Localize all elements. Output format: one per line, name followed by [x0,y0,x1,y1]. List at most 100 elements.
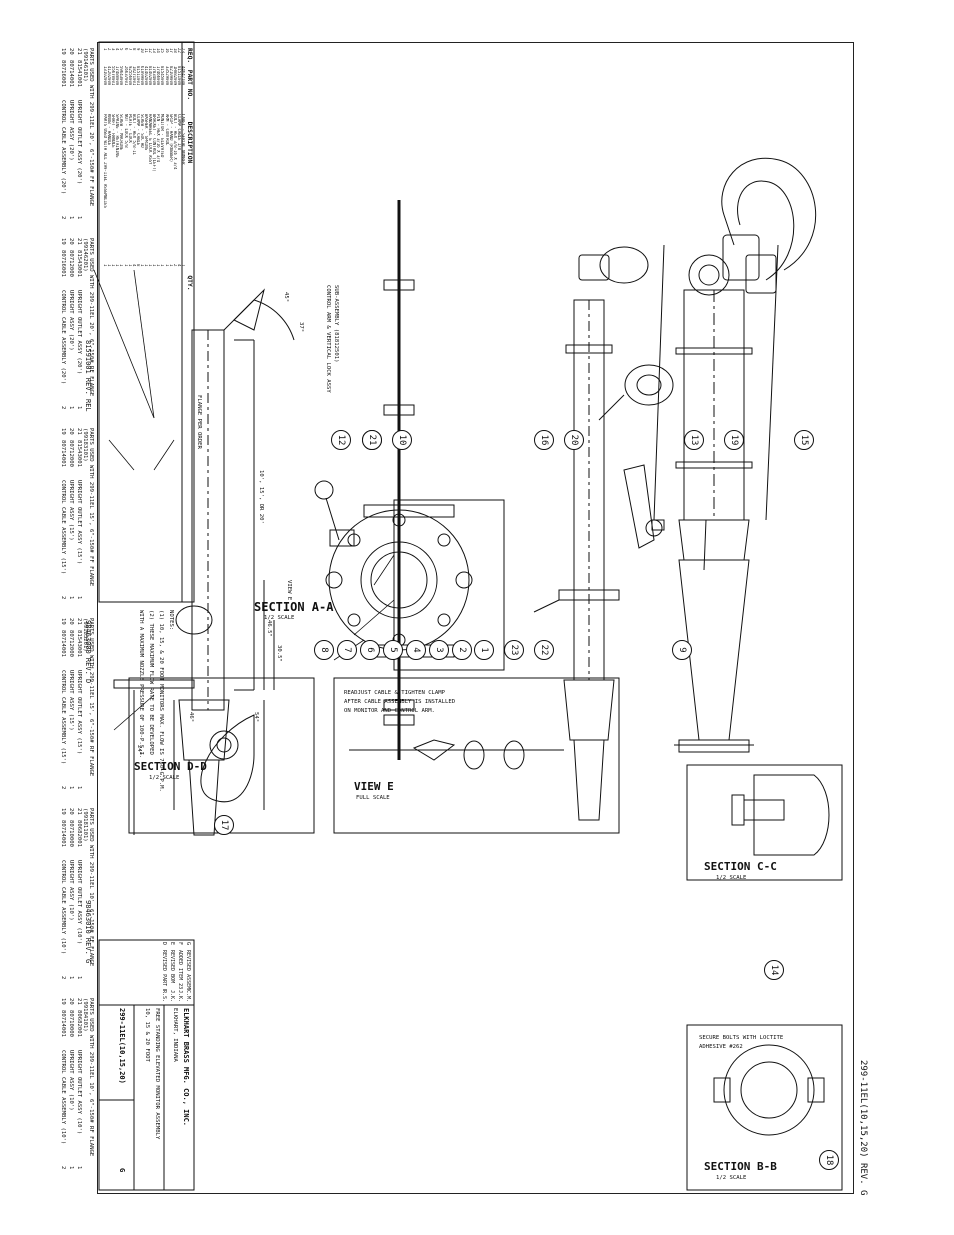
bom-qty: 1 [115,264,119,282]
bom-description: UPRIGHT OUTLET ASSY (15') [76,480,82,565]
callout-10: 10 [392,430,412,450]
bom-part-no: 80712000 [68,630,74,657]
bom-qty: 1 [140,264,144,282]
bom-qty: 1 [156,264,160,282]
bom-item-no: 21 [76,618,82,625]
readjust-note-line2: AFTER CABLE ASSEMBLY IS INSTALLED [344,699,456,705]
section-aa-view [314,200,505,760]
bill-of-materials: REQ. PART NO. DESCRIPTION QTY. 234464210… [102,48,194,596]
subassembly-note-2: CONTROL ARM & VERTICAL LOCK ASSY [325,285,331,393]
bom-description: SCREW - SOC HD [140,114,144,148]
bom-description: UPRIGHT OUTLET ASSY (20') [76,290,82,375]
section-bb-title: SECTION B-B [704,1160,777,1173]
revision-description: REVISED BOM [169,950,175,984]
bom-description: CONTROL CABLE ASSEMBLY (10') [60,860,66,955]
bom-part-no: 81543001 [76,440,82,467]
revision-row: EREVISED BOMJ.K. [168,942,176,1004]
revision-description: REVISED ASSEMBLY [185,950,191,990]
bom-item-no: 21 [76,428,82,435]
revision-by: J.K. [177,990,183,1002]
bom-header-req: REQ. [186,48,193,64]
bom-header-desc: DESCRIPTION [186,121,193,164]
bom-qty: 1 [68,976,74,980]
bom-qty: 1 [76,976,82,980]
revision-block-frame [98,939,195,1006]
callout-6: 6 [360,640,380,660]
bom-qty: 4 [177,264,181,282]
bom-description: ARM - CONTROL [164,114,169,146]
bom-part-no: 33529000 [164,66,169,86]
bom-row: 2344642100LABEL - SERIAL NUMBER1 [181,48,185,282]
bom-qty: 1 [107,264,111,282]
revision-letter: F [177,942,183,946]
bom-item-no: 2 [107,48,111,66]
section-dd-view [173,700,265,810]
note-3: WITH A MAXIMUM NOZZLE PRESSURE OF 100-P.… [138,610,144,759]
bom-qty: 2 [60,216,66,220]
bom-qty: 2 [60,786,66,790]
bom-description: CONTROL CABLE ASSEMBLY (20') [60,100,66,195]
bom-item-no: 20 [68,808,74,815]
loctite-note-line1: SECURE BOLTS WITH LOCTITE [699,1035,784,1041]
view-e-title: VIEW E [354,780,394,793]
flange-note: FLANGE PER ORDER [196,395,202,449]
bom-part-no: 81402000 [148,66,153,86]
section-bb-frame [686,1024,843,1191]
bom-group-row: 2080712000UPRIGHT ASSY (15')1 [66,618,74,804]
subassembly-note-1: SUB-ASSEMBLY (81812501) [333,285,339,363]
section-dd-scale: 1/2 SCALE [149,775,180,781]
bom-qty: 1 [144,264,148,282]
revision-description: REVISED PART NUMBERS [161,950,167,990]
callout-2: 2 [452,640,472,660]
bom-group-row: 2181543001UPRIGHT OUTLET ASSY (15')1 [74,618,82,804]
bom-part-no: 92556000 [127,66,132,86]
revision-by: C.M. [185,990,191,1002]
section-aa-title: SECTION A-A [254,600,334,614]
bom-part-no: 81543001 [76,630,82,657]
callout-8: 8 [314,640,334,660]
revision-letter: D [161,942,167,946]
bom-part-no: 18271001 [131,66,136,86]
bom-group-row: 2080712000UPRIGHT ASSY (20')1 [66,238,74,424]
bom-group-row: 1980714001CONTROL CABLE ASSEMBLY (15')2 [58,428,66,614]
bom-row: 981511001CLAMP - CABLE8 [136,48,140,282]
company-name: ELKHART BRASS MFG. CO., INC. [182,1008,190,1127]
bom-description: UPRIGHT ASSY (10') [68,860,74,921]
bom-qty: 1 [111,264,115,282]
bom-item-no: 12 [148,48,153,53]
bom-qty: 2 [60,1166,66,1170]
bom-qty: 1 [76,596,82,600]
bom-part-no: 41202000 [107,66,112,86]
bom-variant-groups: PARTS USED WITH 299-11EL 20', 6"-150# FF… [4,48,94,1188]
bom-row: 626637001NUT - LOCK 5/81 [124,48,128,282]
bom-qty: 1 [76,406,82,410]
bom-item-no: 6 [124,48,128,66]
bom-qty: 2 [60,976,66,980]
bom-item-no: 4 [115,48,119,66]
revision-row: GREVISED ASSEMBLYC.M. [184,942,192,1004]
bom-qty: 1 [68,596,74,600]
bom-item-no: 19 [60,808,66,815]
bom-qty: 1 [148,264,152,282]
bom-group-row: 2181543001UPRIGHT OUTLET ASSY (20')1 [74,238,82,424]
view-e-cable-detail [349,739,564,770]
section-bb-view [713,1044,825,1136]
revision-by: R.S. [161,990,167,1002]
callout-16: 16 [534,430,554,450]
footer-rev-2: 98463000 REV. D [84,620,92,684]
drawing-title: FREE STANDING ELEVATED MONITOR ASSEMBLY [154,1008,160,1140]
bom-group-row: 2180682001UPRIGHT OUTLET ASSY (10')1 [74,808,82,994]
section-cc-frame [686,764,843,881]
bom-description: CONTROL CABLE ASSEMBLY (15') [60,670,66,765]
bom-part-no: 81511000 [176,66,181,86]
bom-group: PARTS USED WITH 299-11EL 15', 6"-150# FF… [58,428,94,614]
bom-qty: 1 [68,406,74,410]
bom-description: NUT - LOCK 5/8 [123,114,128,148]
bom-description: UPRIGHT OUTLET ASSY (10') [76,860,82,945]
bom-group-title: PARTS USED WITH 299-11EL 10', 6"-150# RF… [88,998,94,1157]
bom-part-no: 80714001 [68,60,74,87]
bom-part-no: 80710000 [68,1010,74,1037]
bom-header-partno: PART NO. [186,69,193,101]
view-e-scale: FULL SCALE [356,795,390,801]
